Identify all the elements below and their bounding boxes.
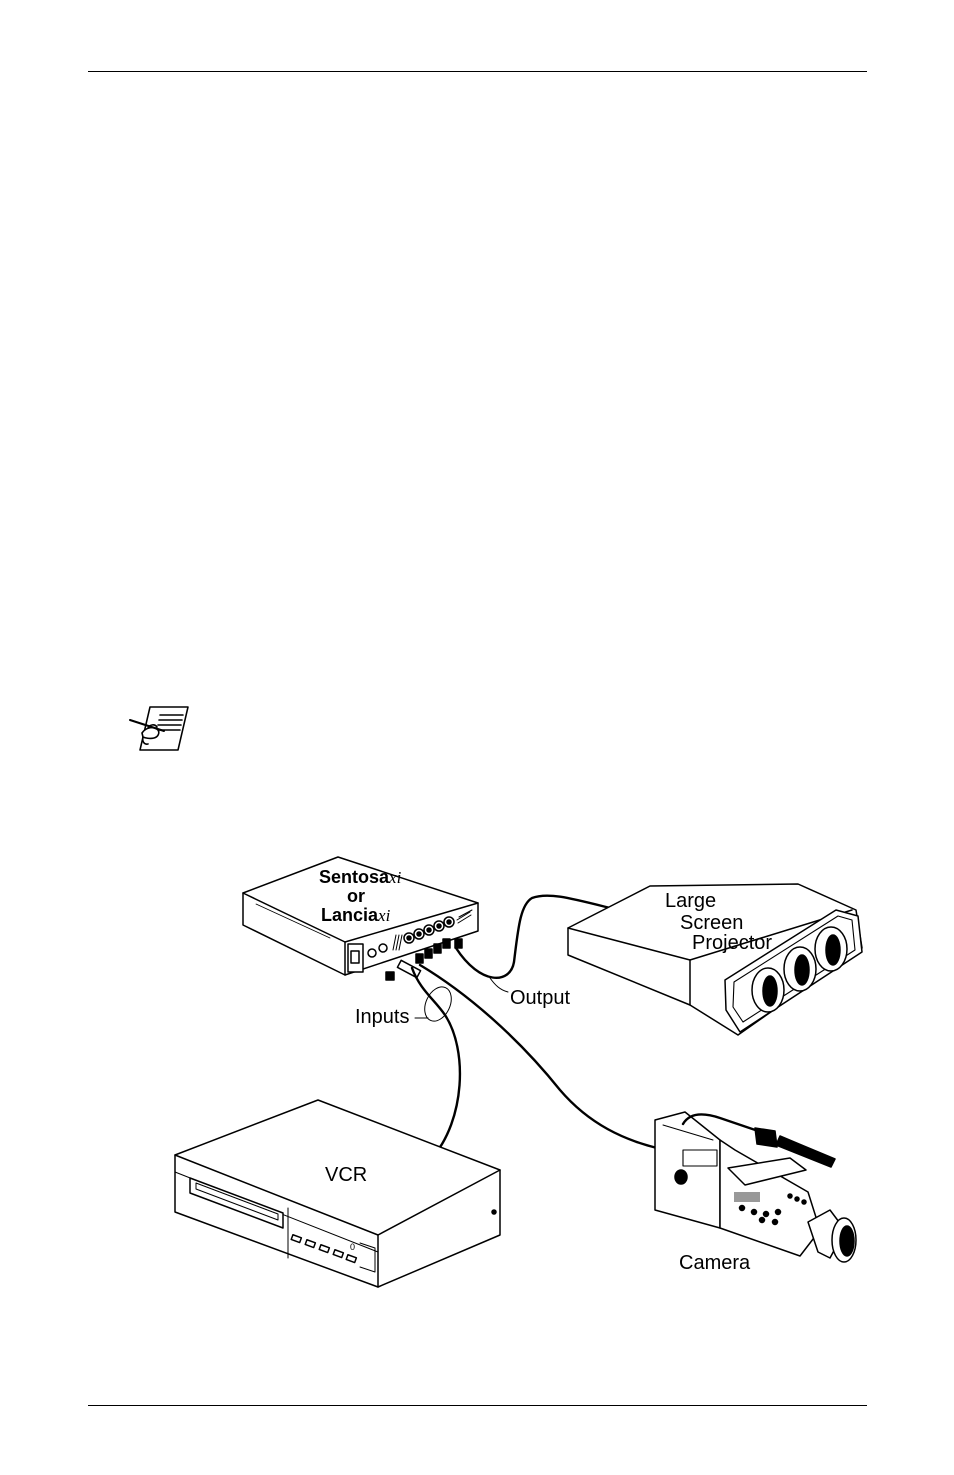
output-label: Output <box>510 987 570 1009</box>
footer-rule <box>88 1405 867 1406</box>
device-name-1: Sentosaxi <box>319 867 402 887</box>
vcr <box>174 1099 501 1288</box>
vcr-power-mark: 0 <box>350 1242 355 1252</box>
projector <box>567 883 863 1036</box>
output-cable <box>454 894 612 979</box>
projector-label-line1: Large <box>665 890 716 912</box>
camera-label: Camera <box>679 1252 751 1274</box>
vcr-input-cable <box>410 966 462 1160</box>
camera-input-cable <box>418 963 659 1150</box>
projector-label-line3: Projector <box>692 932 772 954</box>
projector-label-line2: Screen <box>680 912 743 934</box>
video-processor-unit <box>242 856 479 981</box>
device-name-2: Lanciaxi <box>321 905 391 925</box>
device-or: or <box>347 886 365 906</box>
vcr-label: VCR <box>325 1164 367 1186</box>
camera <box>654 1111 857 1263</box>
note-pencil-icon <box>129 706 189 751</box>
inputs-label: Inputs <box>355 1006 409 1028</box>
header-rule <box>88 71 867 72</box>
